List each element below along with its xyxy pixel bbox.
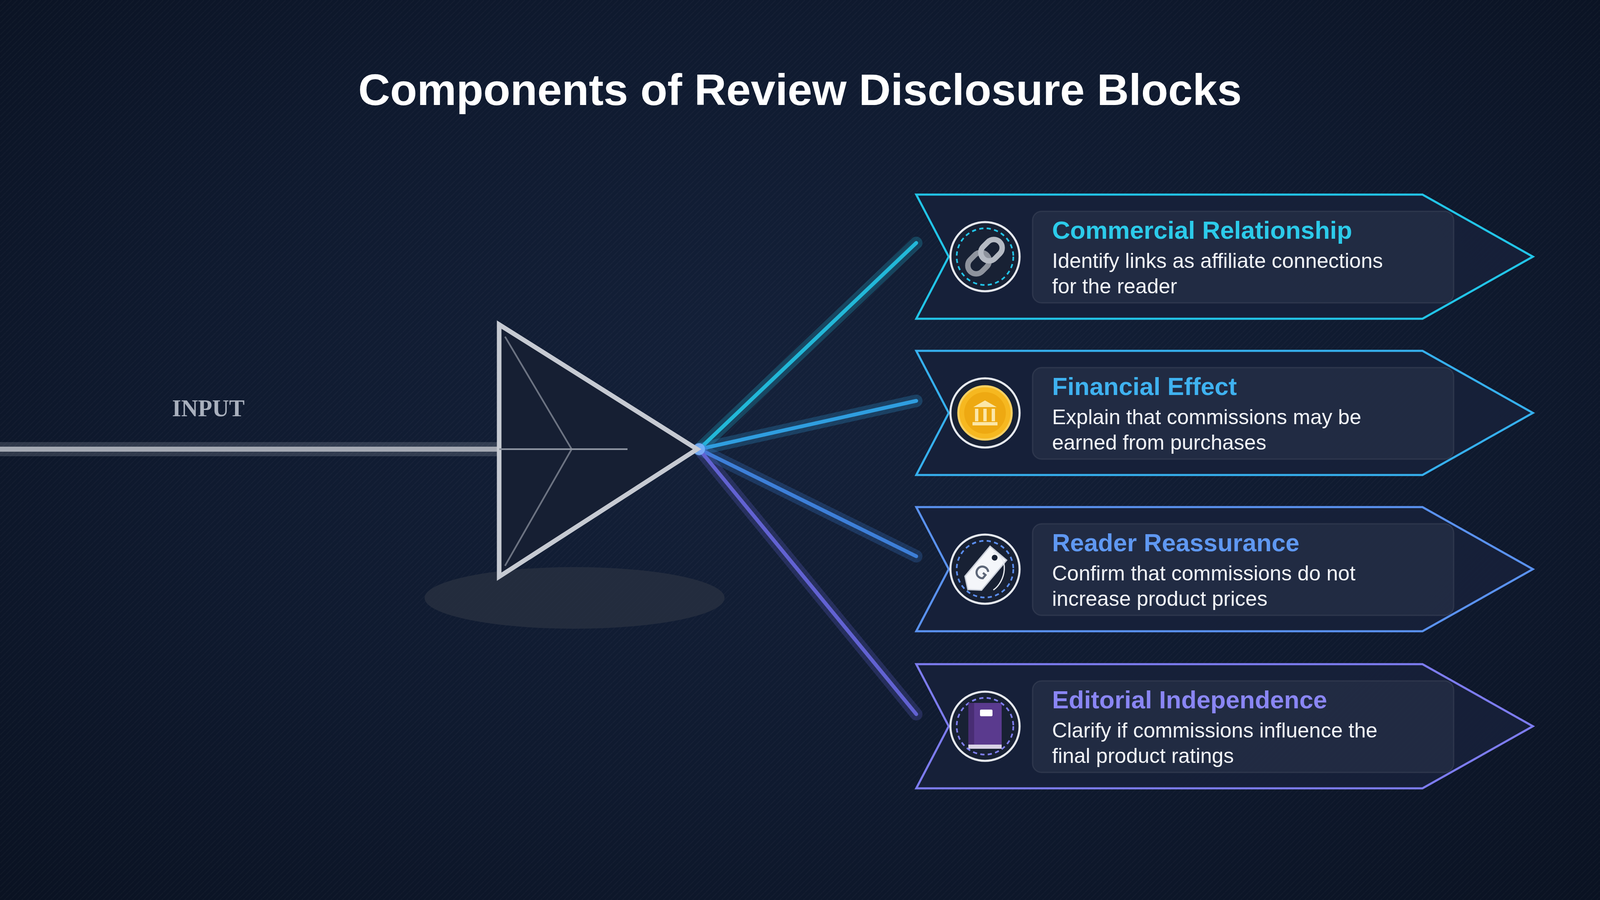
card-text: Reader ReassuranceConfirm that commissio… — [1052, 526, 1411, 612]
chain-icon — [950, 222, 1020, 292]
chevron-card: Commercial RelationshipIdentify links as… — [916, 193, 1534, 320]
card-body: Identify links as affiliate connections … — [1052, 248, 1411, 300]
chevron-card: Editorial IndependenceClarify if commiss… — [916, 663, 1534, 790]
card-text: Commercial RelationshipIdentify links as… — [1052, 214, 1411, 300]
card-heading: Editorial Independence — [1052, 683, 1411, 717]
beam-label: INPUT — [166, 391, 250, 425]
card-body: Confirm that commissions do not increase… — [1052, 560, 1411, 612]
input-beam-glow — [0, 442, 500, 457]
prism — [499, 324, 698, 577]
card-body: Explain that commissions may be earned f… — [1052, 404, 1411, 456]
card-text: Editorial IndependenceClarify if commiss… — [1052, 683, 1411, 769]
book-icon — [950, 691, 1020, 761]
coin-icon — [950, 378, 1020, 448]
input-beam — [0, 446, 500, 452]
card-heading: Financial Effect — [1052, 370, 1411, 403]
card-heading: Reader Reassurance — [1052, 526, 1411, 560]
light-rays — [693, 242, 917, 715]
chevron-card: Financial EffectExplain that commissions… — [916, 350, 1534, 476]
card-text: Financial EffectExplain that commissions… — [1052, 370, 1411, 456]
card-heading: Commercial Relationship — [1052, 214, 1411, 247]
card-body: Clarify if commissions influence the fin… — [1052, 717, 1411, 769]
price-tag-icon — [950, 534, 1020, 604]
diagram-title: Components of Review Disclosure Blocks — [0, 58, 1600, 121]
chevron-card: Reader ReassuranceConfirm that commissio… — [916, 506, 1534, 633]
prism-shadow — [424, 567, 725, 629]
